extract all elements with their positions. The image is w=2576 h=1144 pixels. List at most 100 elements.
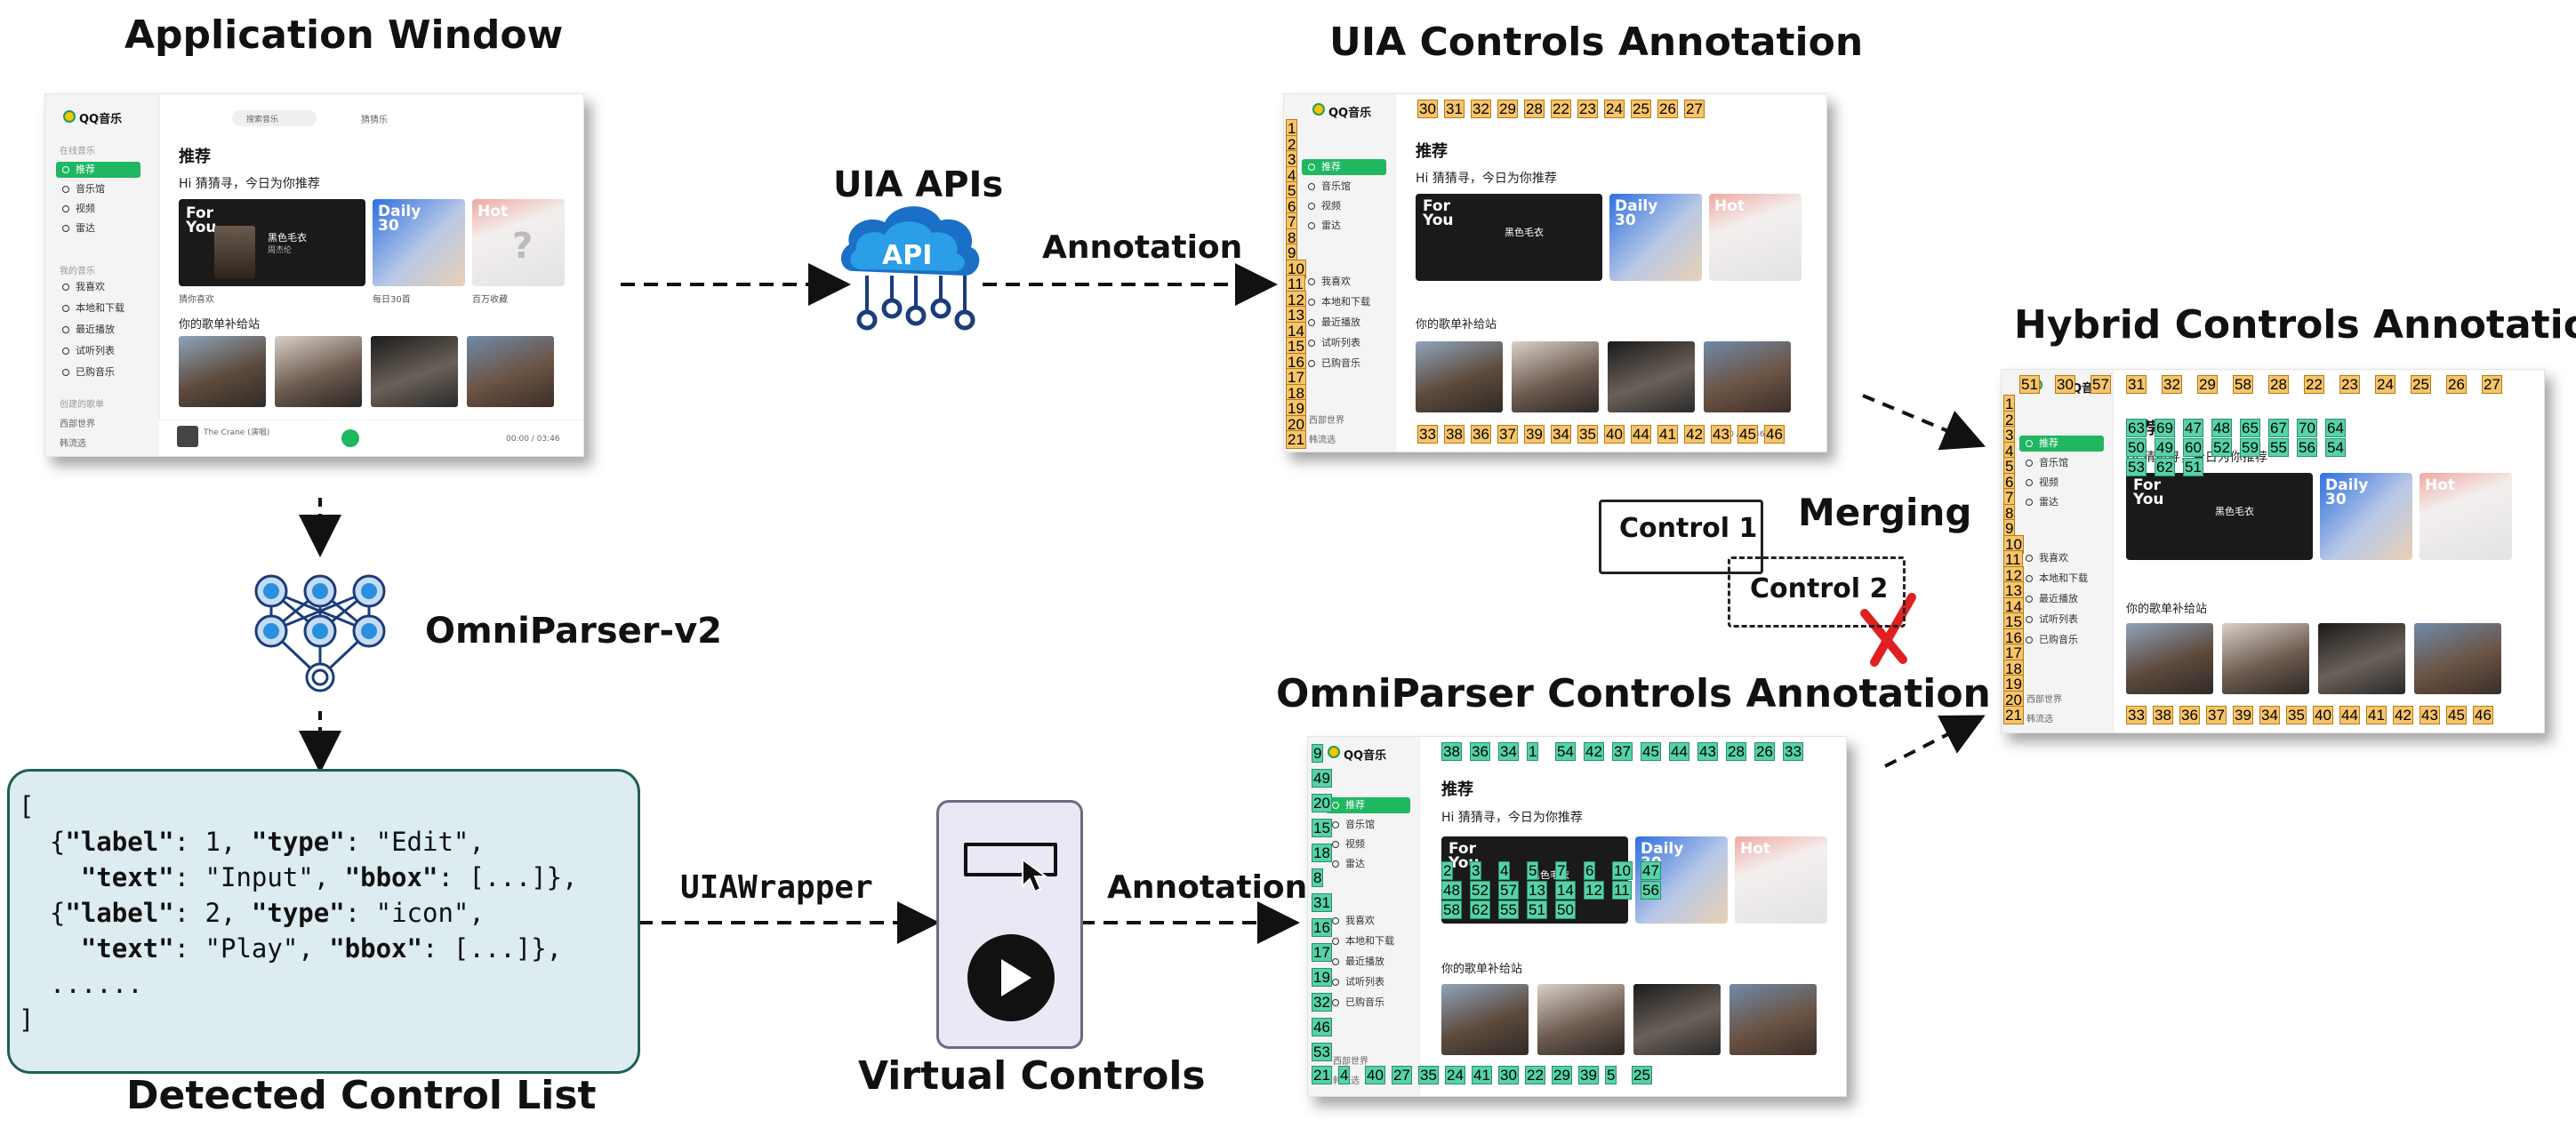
omniparser-annotation-screenshot: QQ音乐 推荐 音乐馆 视频 雷达 我喜欢 本地和下载 最近播放 试听列表 已购…	[1307, 736, 1847, 1097]
playlist-west[interactable]: 西部世界	[2026, 695, 2062, 705]
annotation-tag: 18	[2003, 659, 2024, 678]
playlist-west[interactable]: 西部世界	[1333, 1057, 1368, 1067]
nav-item-recent[interactable]: 最近播放	[1302, 315, 1360, 331]
daily-30-card[interactable]: Daily 30	[373, 199, 465, 286]
playlist-korean[interactable]: 韩流选	[1309, 436, 1336, 445]
playlist-cover-2[interactable]	[2222, 623, 2309, 694]
playlist-west[interactable]: 西部世界	[1309, 416, 1344, 426]
nav-item-radar[interactable]: 雷达	[1326, 856, 1365, 872]
nav-item-music-hall[interactable]: 音乐馆	[1326, 817, 1375, 833]
nav-item-liked[interactable]: 我喜欢	[1302, 274, 1351, 290]
annotation-tag: 2	[1441, 861, 1454, 880]
playlist-cover-3[interactable]	[1633, 984, 1721, 1055]
playlist-cover-4[interactable]	[1704, 341, 1791, 412]
nav-item-music-hall[interactable]: 音乐馆	[56, 181, 105, 197]
nav-item-liked[interactable]: 我喜欢	[56, 279, 105, 295]
album-art	[214, 226, 255, 279]
nav-item-local[interactable]: 本地和下载	[1326, 933, 1394, 949]
user-name[interactable]: 猜猜乐	[361, 116, 388, 125]
annotation-tag: 22	[2304, 375, 2324, 394]
nav-item-radar[interactable]: 雷达	[1302, 218, 1341, 234]
hot-card[interactable]: Hot	[2420, 473, 2512, 560]
nav-item-video[interactable]: 视频	[1302, 198, 1341, 214]
greeting-text: Hi 猜猜寻，今日为你推荐	[1416, 172, 1557, 186]
nav-item-trial[interactable]: 试听列表	[56, 343, 115, 359]
annotation-tag: 24	[1445, 1066, 1465, 1084]
play-button[interactable]	[341, 429, 359, 447]
playlist-cover-2[interactable]	[1537, 984, 1625, 1055]
nav-item-liked[interactable]: 我喜欢	[2019, 550, 2068, 566]
nav-item-purchased[interactable]: 已购音乐	[56, 364, 115, 380]
playlist-cover-1[interactable]	[1441, 984, 1529, 1055]
hot-card[interactable]: Hot ?	[472, 199, 565, 286]
nav-item-music-hall[interactable]: 音乐馆	[2019, 455, 2068, 471]
nav-item-recommend[interactable]: 推荐	[2019, 436, 2104, 452]
uia-annotation-screenshot: QQ音乐 推荐 音乐馆 视频 雷达 我喜欢 本地和下载 最近播放 试听列表 已购…	[1283, 93, 1827, 452]
nav-item-recommend[interactable]: 推荐	[1326, 797, 1410, 813]
greeting-text: Hi 猜猜寻，今日为你推荐	[1441, 811, 1583, 825]
annotation-tag: 59	[2240, 438, 2260, 457]
nav-item-radar[interactable]: 雷达	[2019, 494, 2058, 510]
hot-card[interactable]: Hot	[1735, 836, 1827, 924]
annotation-tag: 14	[2003, 596, 2024, 616]
annotation-tag: 35	[1418, 1066, 1439, 1084]
for-you-card[interactable]: For You 黑色毛衣	[2126, 473, 2313, 560]
nav-item-recent[interactable]: 最近播放	[2019, 591, 2078, 607]
nav-item-video[interactable]: 视频	[56, 201, 95, 217]
song-name: 黑色毛衣	[2215, 506, 2254, 517]
playlist-cover-3[interactable]	[1608, 341, 1695, 412]
nav-item-local[interactable]: 本地和下载	[2019, 571, 2088, 587]
nav-item-purchased[interactable]: 已购音乐	[1302, 356, 1360, 372]
nav-item-liked[interactable]: 我喜欢	[1326, 913, 1375, 929]
playlist-cover-1[interactable]	[179, 336, 266, 407]
nav-item-radar[interactable]: 雷达	[56, 220, 95, 236]
playlist-cover-4[interactable]	[467, 336, 554, 407]
playlist-west[interactable]: 西部世界	[60, 420, 95, 429]
annotation-tag: 38	[1444, 425, 1465, 444]
nav-item-video[interactable]: 视频	[2019, 475, 2058, 491]
nav-item-trial[interactable]: 试听列表	[2019, 612, 2078, 628]
nav-item-video[interactable]: 视频	[1326, 836, 1365, 852]
annotation-tag: 7	[1555, 861, 1568, 880]
nav-item-recent[interactable]: 最近播放	[1326, 954, 1384, 970]
playlist-cover-4[interactable]	[1729, 984, 1817, 1055]
nav-item-recommend[interactable]: 推荐	[56, 162, 140, 178]
daily-30-label: Daily 30	[378, 203, 421, 236]
nav-item-trial[interactable]: 试听列表	[1302, 335, 1360, 351]
daily-30-card[interactable]: Daily 30	[1635, 836, 1728, 924]
playlist-cover-2[interactable]	[1512, 341, 1599, 412]
nav-item-purchased[interactable]: 已购音乐	[1326, 995, 1384, 1011]
nav-item-recent[interactable]: 最近播放	[56, 322, 115, 338]
section-heading: 你的歌单补给站	[2126, 603, 2208, 616]
playlist-cover-3[interactable]	[2318, 623, 2405, 694]
nav-item-trial[interactable]: 试听列表	[1326, 974, 1384, 990]
nav-item-local[interactable]: 本地和下载	[56, 300, 124, 316]
daily-30-card[interactable]: Daily 30	[1609, 194, 1702, 281]
playlist-cover-1[interactable]	[1416, 341, 1503, 412]
for-you-card[interactable]: For You 黑色毛衣 周杰伦	[179, 199, 365, 286]
playlist-korean[interactable]: 韩流选	[60, 439, 86, 449]
playlist-cover-3[interactable]	[371, 336, 458, 407]
playlist-cover-1[interactable]	[2126, 623, 2213, 694]
daily-30-card[interactable]: Daily 30	[2320, 473, 2412, 560]
nav-item-music-hall[interactable]: 音乐馆	[1302, 179, 1351, 195]
annotation-tag: 24	[1604, 100, 1625, 118]
nav-item-local[interactable]: 本地和下载	[1302, 294, 1370, 310]
nav-item-purchased[interactable]: 已购音乐	[2019, 632, 2078, 648]
nav-item-recommend[interactable]: 推荐	[1302, 159, 1386, 175]
playlist-cover-4[interactable]	[2414, 623, 2501, 694]
annotation-tag: 38	[1441, 742, 1462, 761]
annotation-tag: 46	[1312, 1018, 1332, 1036]
annotation-tag: 9	[1312, 744, 1324, 763]
annotation-tag: 38	[2153, 706, 2173, 724]
playlist-korean[interactable]: 韩流选	[2026, 715, 2053, 724]
playlist-cover-2[interactable]	[275, 336, 362, 407]
hot-label: Hot	[2425, 476, 2456, 494]
hot-label: Hot	[1740, 840, 1771, 858]
for-you-card[interactable]: For You 黑色毛衣	[1416, 194, 1602, 281]
annotation-tag: 5	[1605, 1066, 1617, 1084]
annotation-tag: 23	[2339, 375, 2360, 394]
hot-card[interactable]: Hot	[1709, 194, 1802, 281]
annotation-tag: 30	[2055, 375, 2075, 394]
search-input[interactable]: 搜索音乐	[232, 110, 317, 126]
